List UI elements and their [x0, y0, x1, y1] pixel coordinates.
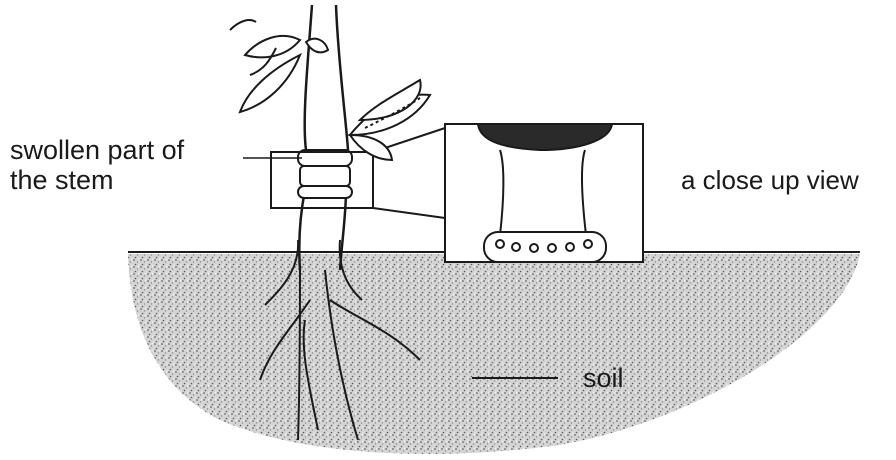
label-swollen-part-line1: swollen part of [10, 135, 184, 165]
label-soil: soil [583, 363, 624, 393]
soil-mound [128, 254, 860, 454]
leaves [230, 20, 430, 160]
swollen-part [298, 150, 352, 198]
zoom-projection [373, 128, 445, 218]
label-swollen-part-line2: the stem [10, 165, 114, 195]
label-close-up-view: a close up view [681, 165, 859, 195]
